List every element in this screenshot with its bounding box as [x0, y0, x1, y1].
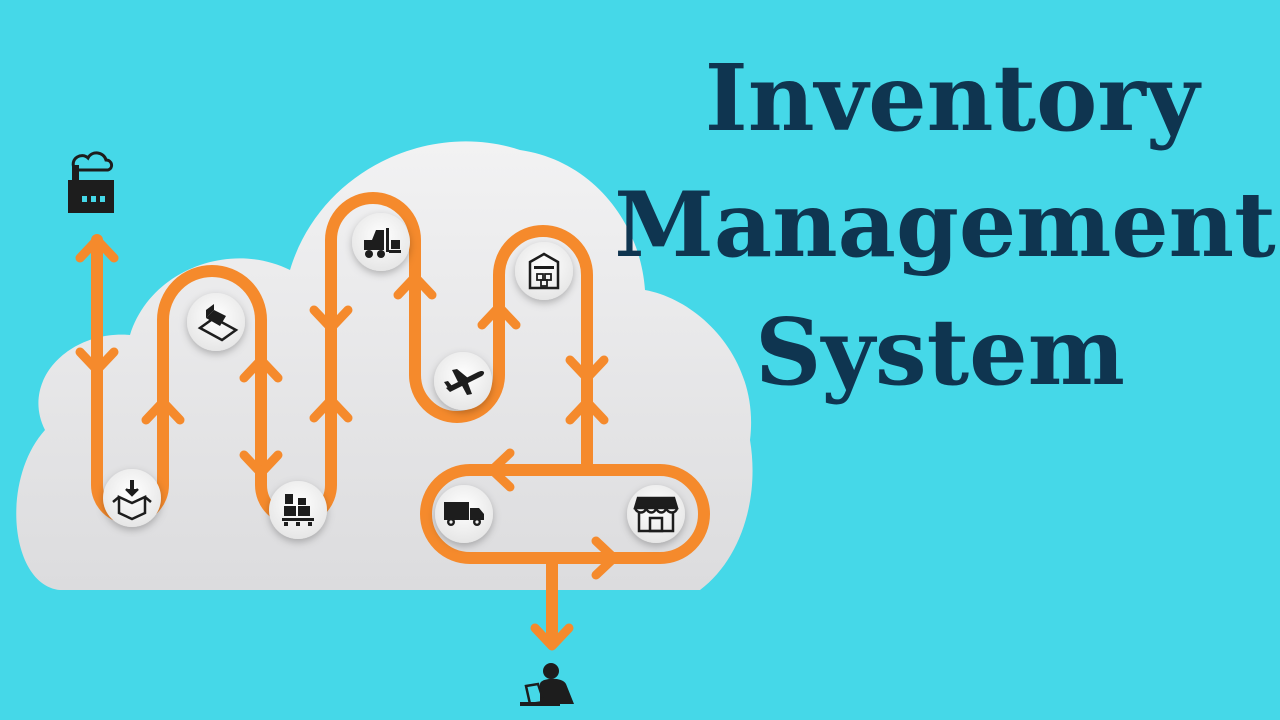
factory-icon [68, 151, 114, 213]
arrow-up [309, 395, 353, 423]
node-store [627, 485, 685, 543]
title-line-3: System [754, 298, 1126, 406]
arrow-down [530, 623, 574, 651]
node-forklift [352, 213, 410, 271]
storefront-icon [633, 496, 679, 533]
arrow-up [239, 355, 283, 383]
arrow-down [565, 355, 609, 383]
delivery-truck-icon [444, 502, 484, 526]
airplane-icon [444, 369, 485, 395]
warehouse-icon [528, 252, 560, 290]
flow-arrows [75, 235, 619, 651]
cloud-shape [16, 141, 753, 590]
title-line-1: Inventory [704, 44, 1200, 152]
forklift-icon [364, 228, 401, 258]
node-conveyor [187, 293, 245, 351]
node-warehouse [515, 242, 573, 300]
arrow-down [309, 305, 353, 333]
arrow-up [477, 302, 521, 330]
arrow-down [239, 450, 283, 478]
node-delivery [435, 485, 493, 543]
node-receiving [103, 469, 161, 527]
pallet-boxes-icon [282, 494, 314, 526]
arrow-down [75, 347, 119, 375]
conveyor-package-icon [197, 304, 239, 342]
arrow-right [591, 536, 619, 580]
title-line-2: Management [614, 172, 1276, 278]
flow-path [91, 192, 710, 646]
person-tablet-icon [520, 663, 574, 706]
arrow-left [487, 448, 515, 492]
arrow-up [75, 235, 119, 263]
node-storage [269, 481, 327, 539]
arrow-up [565, 397, 609, 425]
box-download-icon [112, 480, 152, 521]
arrow-up [141, 397, 185, 425]
node-air-freight [434, 352, 492, 410]
arrow-up [393, 272, 437, 300]
